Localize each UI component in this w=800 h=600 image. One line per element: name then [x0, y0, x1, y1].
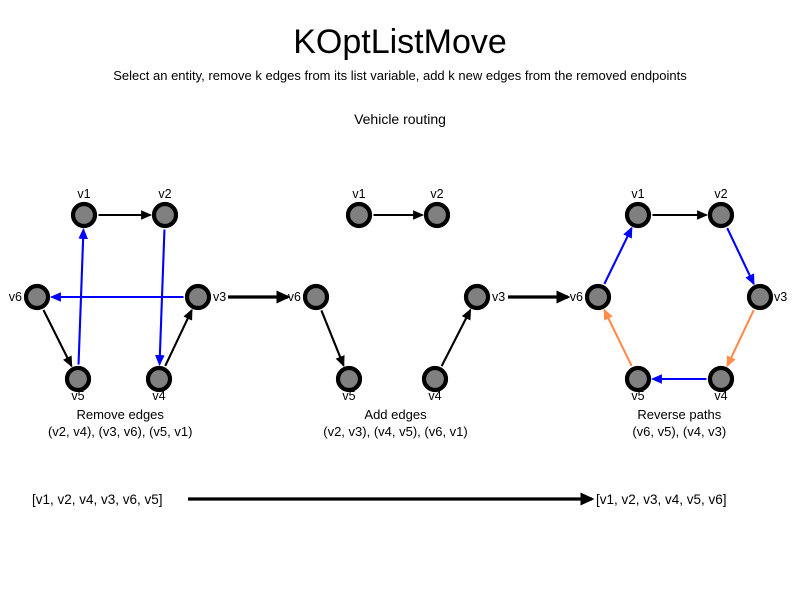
edge-v4-v3 — [164, 308, 193, 367]
section-label: Vehicle routing — [354, 111, 446, 127]
node-label-v2: v2 — [714, 187, 727, 201]
node-v5[interactable] — [64, 365, 92, 393]
panel-reverse-caption-title: Reverse paths — [637, 407, 721, 422]
node-label-v6: v6 — [570, 290, 583, 304]
after-list-text: [v1, v2, v3, v4, v5, v6] — [596, 492, 727, 507]
node-label-v4: v4 — [714, 389, 727, 403]
node-v3[interactable] — [184, 283, 212, 311]
node-label-v1: v1 — [77, 187, 90, 201]
node-label-v1: v1 — [631, 187, 644, 201]
page-title: KOptListMove — [293, 23, 507, 61]
edge-v3-v4 — [726, 309, 755, 368]
node-v1[interactable] — [70, 201, 98, 229]
edge-v5-v1 — [77, 227, 88, 365]
node-label-v3: v3 — [213, 290, 226, 304]
node-v4[interactable] — [421, 365, 449, 393]
panel-remove-caption-title: Remove edges — [76, 407, 164, 422]
node-label-v1: v1 — [352, 187, 365, 201]
edge-v5-v6 — [603, 308, 633, 367]
edge-v6-v1 — [603, 226, 633, 285]
node-v6[interactable] — [302, 283, 330, 311]
node-v6[interactable] — [584, 283, 612, 311]
node-label-v4: v4 — [428, 389, 441, 403]
node-v3[interactable] — [746, 283, 774, 311]
node-v4[interactable] — [707, 365, 735, 393]
node-label-v2: v2 — [158, 187, 171, 201]
node-label-v5: v5 — [71, 389, 84, 403]
node-v2[interactable] — [151, 201, 179, 229]
panel-remove-caption-detail: (v2, v4), (v3, v6), (v5, v1) — [48, 424, 192, 439]
node-label-v3: v3 — [492, 290, 505, 304]
panel-add-caption-detail: (v2, v3), (v4, v5), (v6, v1) — [323, 424, 467, 439]
panel-add-caption-title: Add edges — [364, 407, 427, 422]
node-label-v5: v5 — [631, 389, 644, 403]
edge-v6-v5 — [42, 309, 73, 368]
node-v2[interactable] — [423, 201, 451, 229]
node-v5[interactable] — [624, 365, 652, 393]
node-label-v4: v4 — [152, 389, 165, 403]
node-label-v6: v6 — [288, 290, 301, 304]
node-v5[interactable] — [335, 365, 363, 393]
node-v3[interactable] — [463, 283, 491, 311]
edge-v6-v5 — [320, 310, 345, 367]
panel-reverse-caption-detail: (v6, v5), (v4, v3) — [632, 424, 726, 439]
node-label-v3: v3 — [774, 290, 787, 304]
node-label-v5: v5 — [342, 389, 355, 403]
node-v4[interactable] — [145, 365, 173, 393]
node-label-v2: v2 — [430, 187, 443, 201]
footer-layer: [v1, v2, v4, v3, v6, v5] [v1, v2, v3, v4… — [32, 492, 727, 507]
node-v1[interactable] — [624, 201, 652, 229]
edge-v4-v3 — [440, 308, 472, 367]
node-v1[interactable] — [345, 201, 373, 229]
node-label-v6: v6 — [9, 290, 22, 304]
node-v6[interactable] — [23, 283, 51, 311]
node-v2[interactable] — [707, 201, 735, 229]
edge-v2-v3 — [726, 227, 755, 286]
before-list-text: [v1, v2, v4, v3, v6, v5] — [32, 492, 163, 507]
page-subtitle: Select an entity, remove k edges from it… — [113, 68, 687, 83]
